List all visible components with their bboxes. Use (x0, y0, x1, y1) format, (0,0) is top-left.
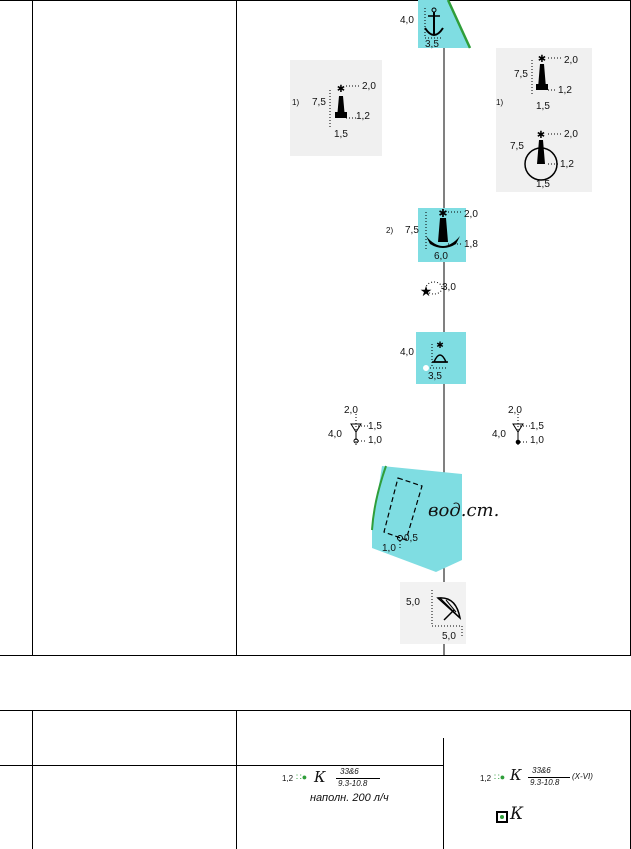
big-anchor-height: 7,5 (405, 225, 419, 236)
lower-col-divider-3 (443, 738, 444, 849)
well-col2-denominator: 9.3-10.8 (530, 778, 560, 787)
lighthouse-right-base: 1,5 (536, 101, 550, 112)
well-col2-fraction-bar (528, 777, 570, 778)
lighthouse-right-side: 1,2 (558, 85, 572, 96)
svg-text:✱: ✱ (438, 208, 447, 220)
buoy-left-height: 4,0 (328, 429, 342, 440)
buoy-right-side-bottom: 1,0 (530, 435, 544, 446)
big-anchor-side: 1,8 (464, 239, 478, 250)
umbrella-size-h: 5,0 (442, 631, 456, 642)
upper-table-top-border (0, 0, 631, 1)
lighthouse-right-top: 2,0 (564, 55, 578, 66)
buoy-left-top: 2,0 (344, 405, 358, 416)
big-anchor-top: 2,0 (464, 209, 478, 220)
well-col2-small-letter: К (510, 804, 524, 824)
well-col2-numerator: 33&6 (532, 766, 551, 775)
buoy-left-side-top: 1,5 (368, 421, 382, 432)
anchorage-size-w: 3,5 (425, 39, 439, 50)
lighthouse-circle-height: 7,5 (510, 141, 524, 152)
lighthouse-circle-top: 2,0 (564, 129, 578, 140)
anchorage-size-h: 4,0 (400, 15, 414, 26)
svg-text:★: ★ (420, 284, 433, 300)
lighthouse-circle-side: 1,2 (560, 159, 574, 170)
lighthouse-right-variant: 1) (496, 98, 504, 107)
lower-table-row-divider (0, 765, 443, 766)
big-anchor-variant: 2) (386, 226, 394, 235)
lower-col-divider-2 (236, 710, 237, 849)
lighthouse-left-base: 1,5 (334, 129, 348, 140)
well-col1-fraction-bar (336, 778, 380, 779)
umbrella-size-w: 5,0 (406, 597, 420, 608)
well-col1-denominator: 9.3-10.8 (338, 779, 368, 788)
upper-col-divider-1 (32, 0, 33, 656)
well-col2-letter: К (510, 766, 522, 784)
upper-table-bottom-border (0, 655, 631, 656)
buoy-right-top: 2,0 (508, 405, 522, 416)
bell-buoy-size-w: 3,5 (428, 371, 442, 382)
svg-text:✱: ✱ (436, 340, 444, 350)
well-col1-spacing: 1,2 (282, 774, 294, 783)
buoy-right-side-top: 1,5 (530, 421, 544, 432)
bell-buoy-size-h: 4,0 (400, 347, 414, 358)
water-station-size-a: 1,0 (382, 543, 396, 554)
well-col1-letter: К (314, 768, 326, 786)
lighthouse-left-side: 1,2 (356, 111, 370, 122)
svg-text:✱: ✱ (337, 84, 345, 95)
lighthouse-right-height: 7,5 (514, 69, 528, 80)
well-col1-numerator: 33&6 (340, 767, 359, 776)
well-col2-suffix: (X-VI) (572, 772, 593, 781)
well-col2-small-square (496, 811, 508, 823)
svg-text:✱: ✱ (538, 54, 546, 65)
upper-col-divider-2 (236, 0, 237, 656)
svg-text:✱: ✱ (537, 130, 545, 141)
lower-col-divider-1 (32, 710, 33, 849)
big-anchor-base: 6,0 (434, 251, 448, 262)
buoy-right-height: 4,0 (492, 429, 506, 440)
well-col1-note: наполн. 200 л/ч (310, 792, 389, 804)
buoy-left-side-bottom: 1,0 (368, 435, 382, 446)
star-size: 3,0 (442, 282, 456, 293)
well-col1-dots: ∷● (296, 772, 308, 782)
lighthouse-left-variant: 1) (292, 98, 300, 107)
lighthouse-circle-base: 1,5 (536, 179, 550, 190)
water-station-label: вод.ст. (428, 500, 500, 521)
lighthouse-left-top: 2,0 (362, 81, 376, 92)
water-station-size-b: 0,5 (404, 533, 418, 544)
lower-table-top-border (0, 710, 631, 711)
well-col2-dots: ∷● (494, 772, 506, 782)
lighthouse-left-height: 7,5 (312, 97, 326, 108)
well-col2-spacing: 1,2 (480, 774, 492, 783)
